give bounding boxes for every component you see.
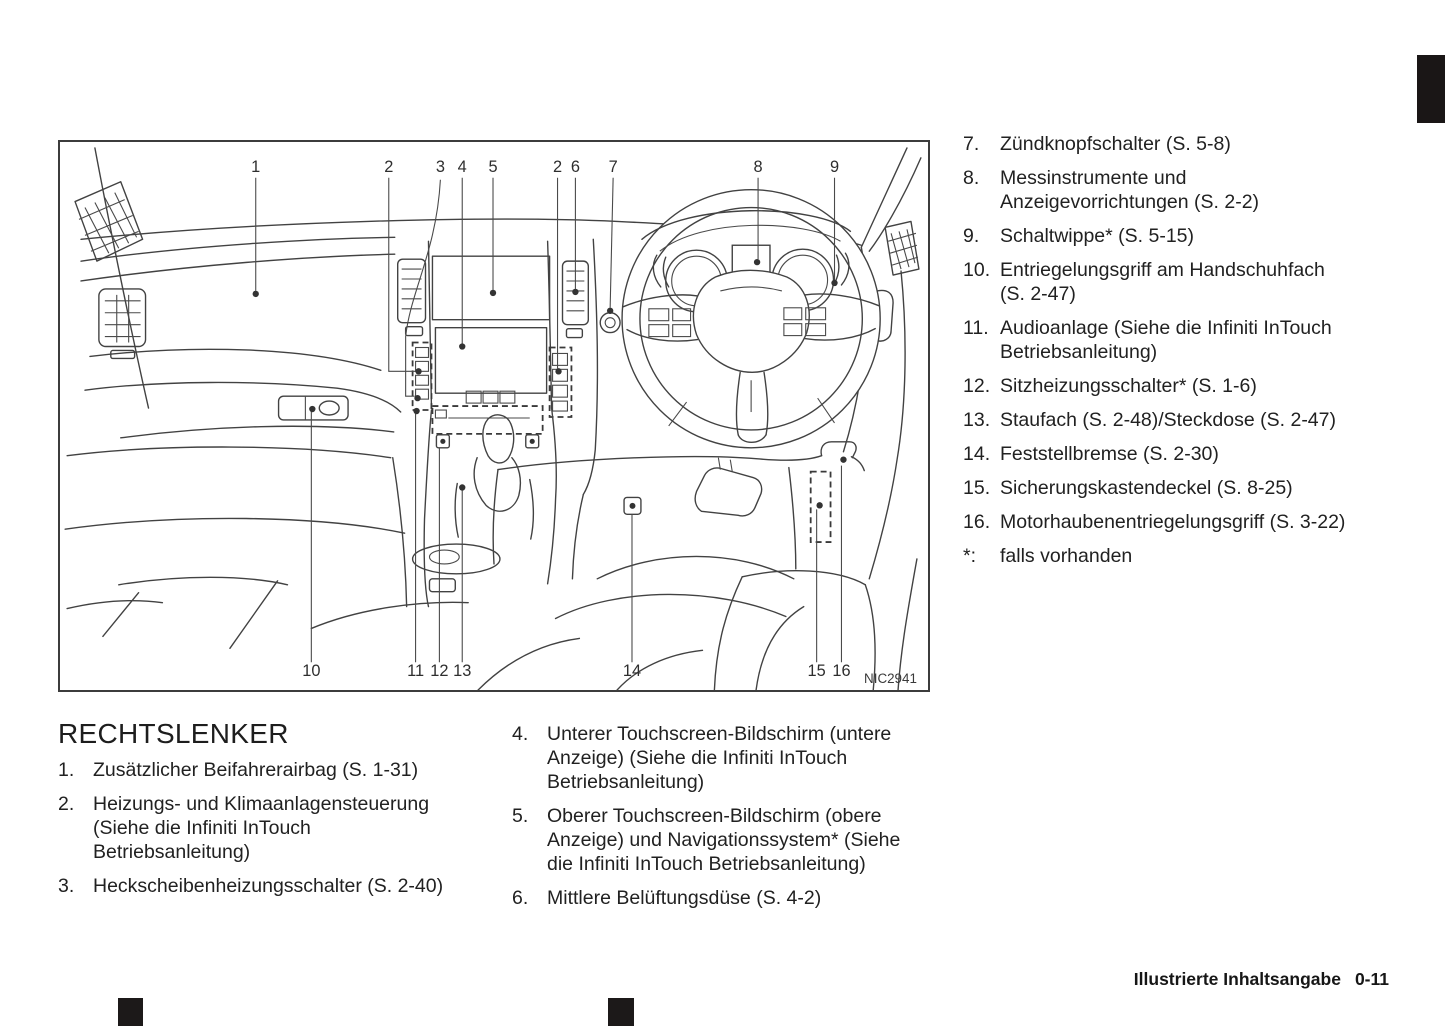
parts-list-item: 7. Zündknopfschalter (S. 5-8) [963, 132, 1415, 156]
callout-number: 10 [302, 662, 320, 680]
item-number: 13. [963, 409, 991, 431]
item-number: 10. [963, 259, 991, 281]
item-number: 4. [512, 723, 529, 745]
parts-list-item: 4. Unterer Touchscreen-Bildschirm (unter… [512, 722, 940, 794]
callout-number: 16 [832, 662, 850, 680]
parts-list-left: 1. Zusätzlicher Beifahrerairbag (S. 1-31… [58, 758, 486, 908]
parts-list-item: 2. Heizungs- und Klimaanlagensteuerung(S… [58, 792, 486, 864]
parts-list-item: *: falls vorhanden [963, 544, 1415, 568]
callout-number: 1 [251, 158, 260, 176]
item-text: Zündknopfschalter (S. 5-8) [1000, 133, 1231, 155]
callout-number: 5 [488, 158, 497, 176]
item-number: 16. [963, 511, 991, 533]
item-number: 15. [963, 477, 991, 499]
parts-list-item: 6. Mittlere Belüftungsdüse (S. 4-2) [512, 886, 940, 910]
item-text: Staufach (S. 2-48)/Steckdose (S. 2-47) [1000, 409, 1336, 431]
figure-id: NIC2941 [864, 671, 917, 686]
parts-list-right: 7. Zündknopfschalter (S. 5-8) 8. Messins… [963, 132, 1415, 578]
callout-number: 13 [453, 662, 471, 680]
item-text: Entriegelungsgriff am Handschuhfach(S. 2… [1000, 259, 1325, 305]
item-number: *: [963, 545, 977, 567]
item-number: 1. [58, 759, 75, 781]
parts-list-item: 15. Sicherungskastendeckel (S. 8-25) [963, 476, 1415, 500]
callout-number: 12 [430, 662, 448, 680]
item-text: Heizungs- und Klimaanlagensteuerung(Sieh… [93, 793, 430, 863]
item-number: 14. [963, 443, 991, 465]
parts-list-item: 12. Sitzheizungsschalter* (S. 1-6) [963, 374, 1415, 398]
parts-list-item: 10. Entriegelungsgriff am Handschuhfach(… [963, 258, 1415, 306]
item-number: 11. [963, 317, 989, 339]
item-text: Sitzheizungsschalter* (S. 1-6) [1000, 375, 1257, 397]
page-footer: Illustrierte Inhaltsangabe 0-11 [1134, 969, 1389, 990]
item-text: falls vorhanden [1000, 545, 1133, 567]
item-text: Schaltwippe* (S. 5-15) [1000, 225, 1195, 247]
item-text: Mittlere Belüftungsdüse (S. 4-2) [547, 887, 822, 909]
item-number: 6. [512, 887, 529, 909]
item-text: Zusätzlicher Beifahrerairbag (S. 1-31) [93, 759, 419, 781]
binding-mark [608, 998, 634, 1026]
item-text: Motorhaubenentriegelungsgriff (S. 3-22) [1000, 511, 1346, 533]
callout-numbers-bottom: 10 11 12 13 14 15 16 [302, 662, 850, 680]
parts-list-item: 16. Motorhaubenentriegelungsgriff (S. 3-… [963, 510, 1415, 534]
parts-list-item: 3. Heckscheibenheizungsschalter (S. 2-40… [58, 874, 486, 898]
item-number: 7. [963, 133, 980, 155]
section-heading: RECHTSLENKER [58, 718, 289, 749]
footer-chapter-title: Illustrierte Inhaltsangabe [1133, 969, 1341, 989]
callout-number: 2 [553, 158, 562, 176]
callout-number: 14 [623, 662, 641, 680]
callout-number: 8 [754, 158, 763, 176]
parts-list-item: 13. Staufach (S. 2-48)/Steckdose (S. 2-4… [963, 408, 1415, 432]
item-number: 8. [963, 167, 980, 189]
item-text: Sicherungskastendeckel (S. 8-25) [1000, 477, 1293, 499]
item-number: 2. [58, 793, 75, 815]
callout-number: 7 [609, 158, 618, 176]
parts-list-item: 14. Feststellbremse (S. 2-30) [963, 442, 1415, 466]
item-number: 3. [58, 875, 75, 897]
callout-number: 15 [808, 662, 826, 680]
callout-number: 9 [830, 158, 839, 176]
footer-page-number: 0-11 [1354, 969, 1389, 989]
item-number: 9. [963, 225, 980, 247]
parts-list-middle: 4. Unterer Touchscreen-Bildschirm (unter… [512, 722, 940, 920]
callout-number: 2 [384, 158, 393, 176]
item-number: 5. [512, 805, 529, 827]
parts-list-item: 11. Audioanlage (Siehe die Infiniti InTo… [963, 316, 1415, 364]
callout-number: 4 [458, 158, 467, 176]
callout-number: 11 [407, 662, 424, 680]
item-number: 12. [963, 375, 991, 397]
parts-list-item: 1. Zusätzlicher Beifahrerairbag (S. 1-31… [58, 758, 486, 782]
chapter-edge-tab [1417, 55, 1445, 123]
item-text: Heckscheibenheizungsschalter (S. 2-40) [93, 875, 444, 897]
callout-number: 6 [571, 158, 580, 176]
binding-mark [118, 998, 143, 1026]
item-text: Feststellbremse (S. 2-30) [1000, 443, 1219, 465]
callout-number: 3 [436, 158, 445, 176]
parts-list-item: 9. Schaltwippe* (S. 5-15) [963, 224, 1415, 248]
